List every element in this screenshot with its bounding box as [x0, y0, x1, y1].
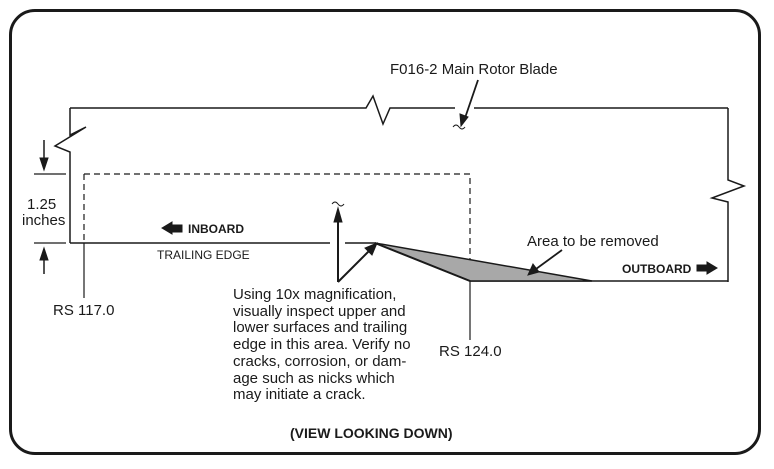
outboard-label: OUTBOARD	[622, 262, 692, 276]
dimension-unit: inches	[22, 212, 66, 229]
area-removed-label: Area to be removed	[527, 233, 659, 250]
dimension-arrow-down-head	[39, 157, 49, 172]
break-tilde-arrow	[331, 201, 345, 207]
title-leader-arrowhead	[459, 113, 469, 128]
dimension-arrow-up-head	[39, 246, 49, 261]
blade-top-edge	[70, 94, 728, 127]
inspection-area-outline	[83, 173, 471, 281]
blade-title: F016-2 Main Rotor Blade	[390, 61, 558, 78]
title-leader-line	[464, 79, 479, 119]
diagram-border	[9, 9, 761, 455]
break-tilde-top	[452, 124, 466, 130]
blade-tip-taper	[374, 242, 471, 282]
area-leader-line	[535, 249, 563, 270]
inspection-note: Using 10x magnification, visually inspec…	[233, 286, 411, 404]
area-leader-arrowhead	[527, 263, 540, 276]
inspection-arrow-up-head	[333, 206, 343, 223]
blade-outboard-edge	[709, 108, 747, 282]
inboard-label: INBOARD	[188, 222, 244, 236]
dimension-value: 1.25	[27, 196, 57, 213]
inspection-arrow-diagonal	[337, 249, 371, 283]
station-117-label: RS 117.0	[53, 302, 115, 319]
view-caption: (VIEW LOOKING DOWN)	[290, 425, 453, 441]
trailing-edge-label: TRAILING EDGE	[157, 248, 250, 262]
inspection-arrow-diag-head	[364, 242, 378, 256]
outboard-arrow-icon	[696, 261, 718, 275]
blade-inboard-edge	[53, 108, 87, 243]
inboard-arrow-icon	[161, 221, 183, 235]
station-124-label: RS 124.0	[439, 343, 502, 360]
